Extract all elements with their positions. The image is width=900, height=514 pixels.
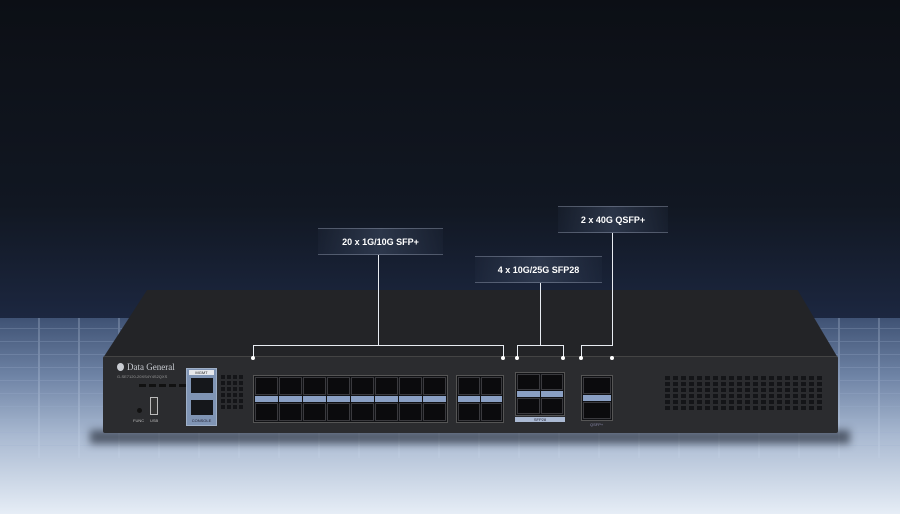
vent-right	[665, 376, 822, 410]
usb-label: USB	[150, 418, 159, 423]
console-port[interactable]	[191, 400, 213, 415]
callout-line	[517, 345, 518, 357]
model-number: G-SE7120-20XS4Y4S2QXS	[117, 374, 168, 379]
callout-line	[581, 345, 613, 346]
func-button[interactable]	[137, 408, 142, 413]
sfp28-ports[interactable]	[515, 372, 565, 416]
callout-dot	[515, 356, 519, 360]
callout-dot	[579, 356, 583, 360]
callout-line	[540, 283, 541, 345]
usb-port[interactable]	[150, 397, 158, 415]
sfp28-label: SFP28	[515, 417, 565, 422]
callout-dot	[561, 356, 565, 360]
callout-line	[503, 345, 504, 357]
callout-line	[253, 345, 504, 346]
qsfp-ports[interactable]	[581, 375, 613, 421]
mgmt-label: MGMT	[189, 370, 214, 375]
switch-shadow	[90, 430, 850, 444]
qsfp-label: QSFP+	[590, 422, 604, 427]
callout-sfp-plus: 20 x 1G/10G SFP+	[318, 228, 443, 255]
sfp-plus-ports-17-20[interactable]	[456, 375, 504, 423]
callout-dot	[501, 356, 505, 360]
switch-top	[103, 290, 838, 358]
callout-dot	[251, 356, 255, 360]
callout-dot	[610, 356, 614, 360]
callout-line	[253, 345, 254, 357]
vent-left	[221, 375, 243, 409]
brand-logo: Data General	[117, 362, 175, 372]
mgmt-console-block: MGMT CONSOLE	[186, 368, 217, 426]
callout-sfp28: 4 x 10G/25G SFP28	[475, 256, 602, 283]
callout-line	[563, 345, 564, 357]
callout-line	[378, 255, 379, 345]
mgmt-port[interactable]	[191, 378, 213, 393]
sfp-plus-ports-1-16[interactable]	[253, 375, 448, 423]
callout-line	[517, 345, 564, 346]
callout-qsfp: 2 x 40G QSFP+	[558, 206, 668, 233]
console-label: CONSOLE	[191, 418, 212, 423]
callout-line	[581, 345, 582, 357]
func-label: FUNC	[133, 418, 145, 423]
callout-line	[612, 233, 613, 345]
